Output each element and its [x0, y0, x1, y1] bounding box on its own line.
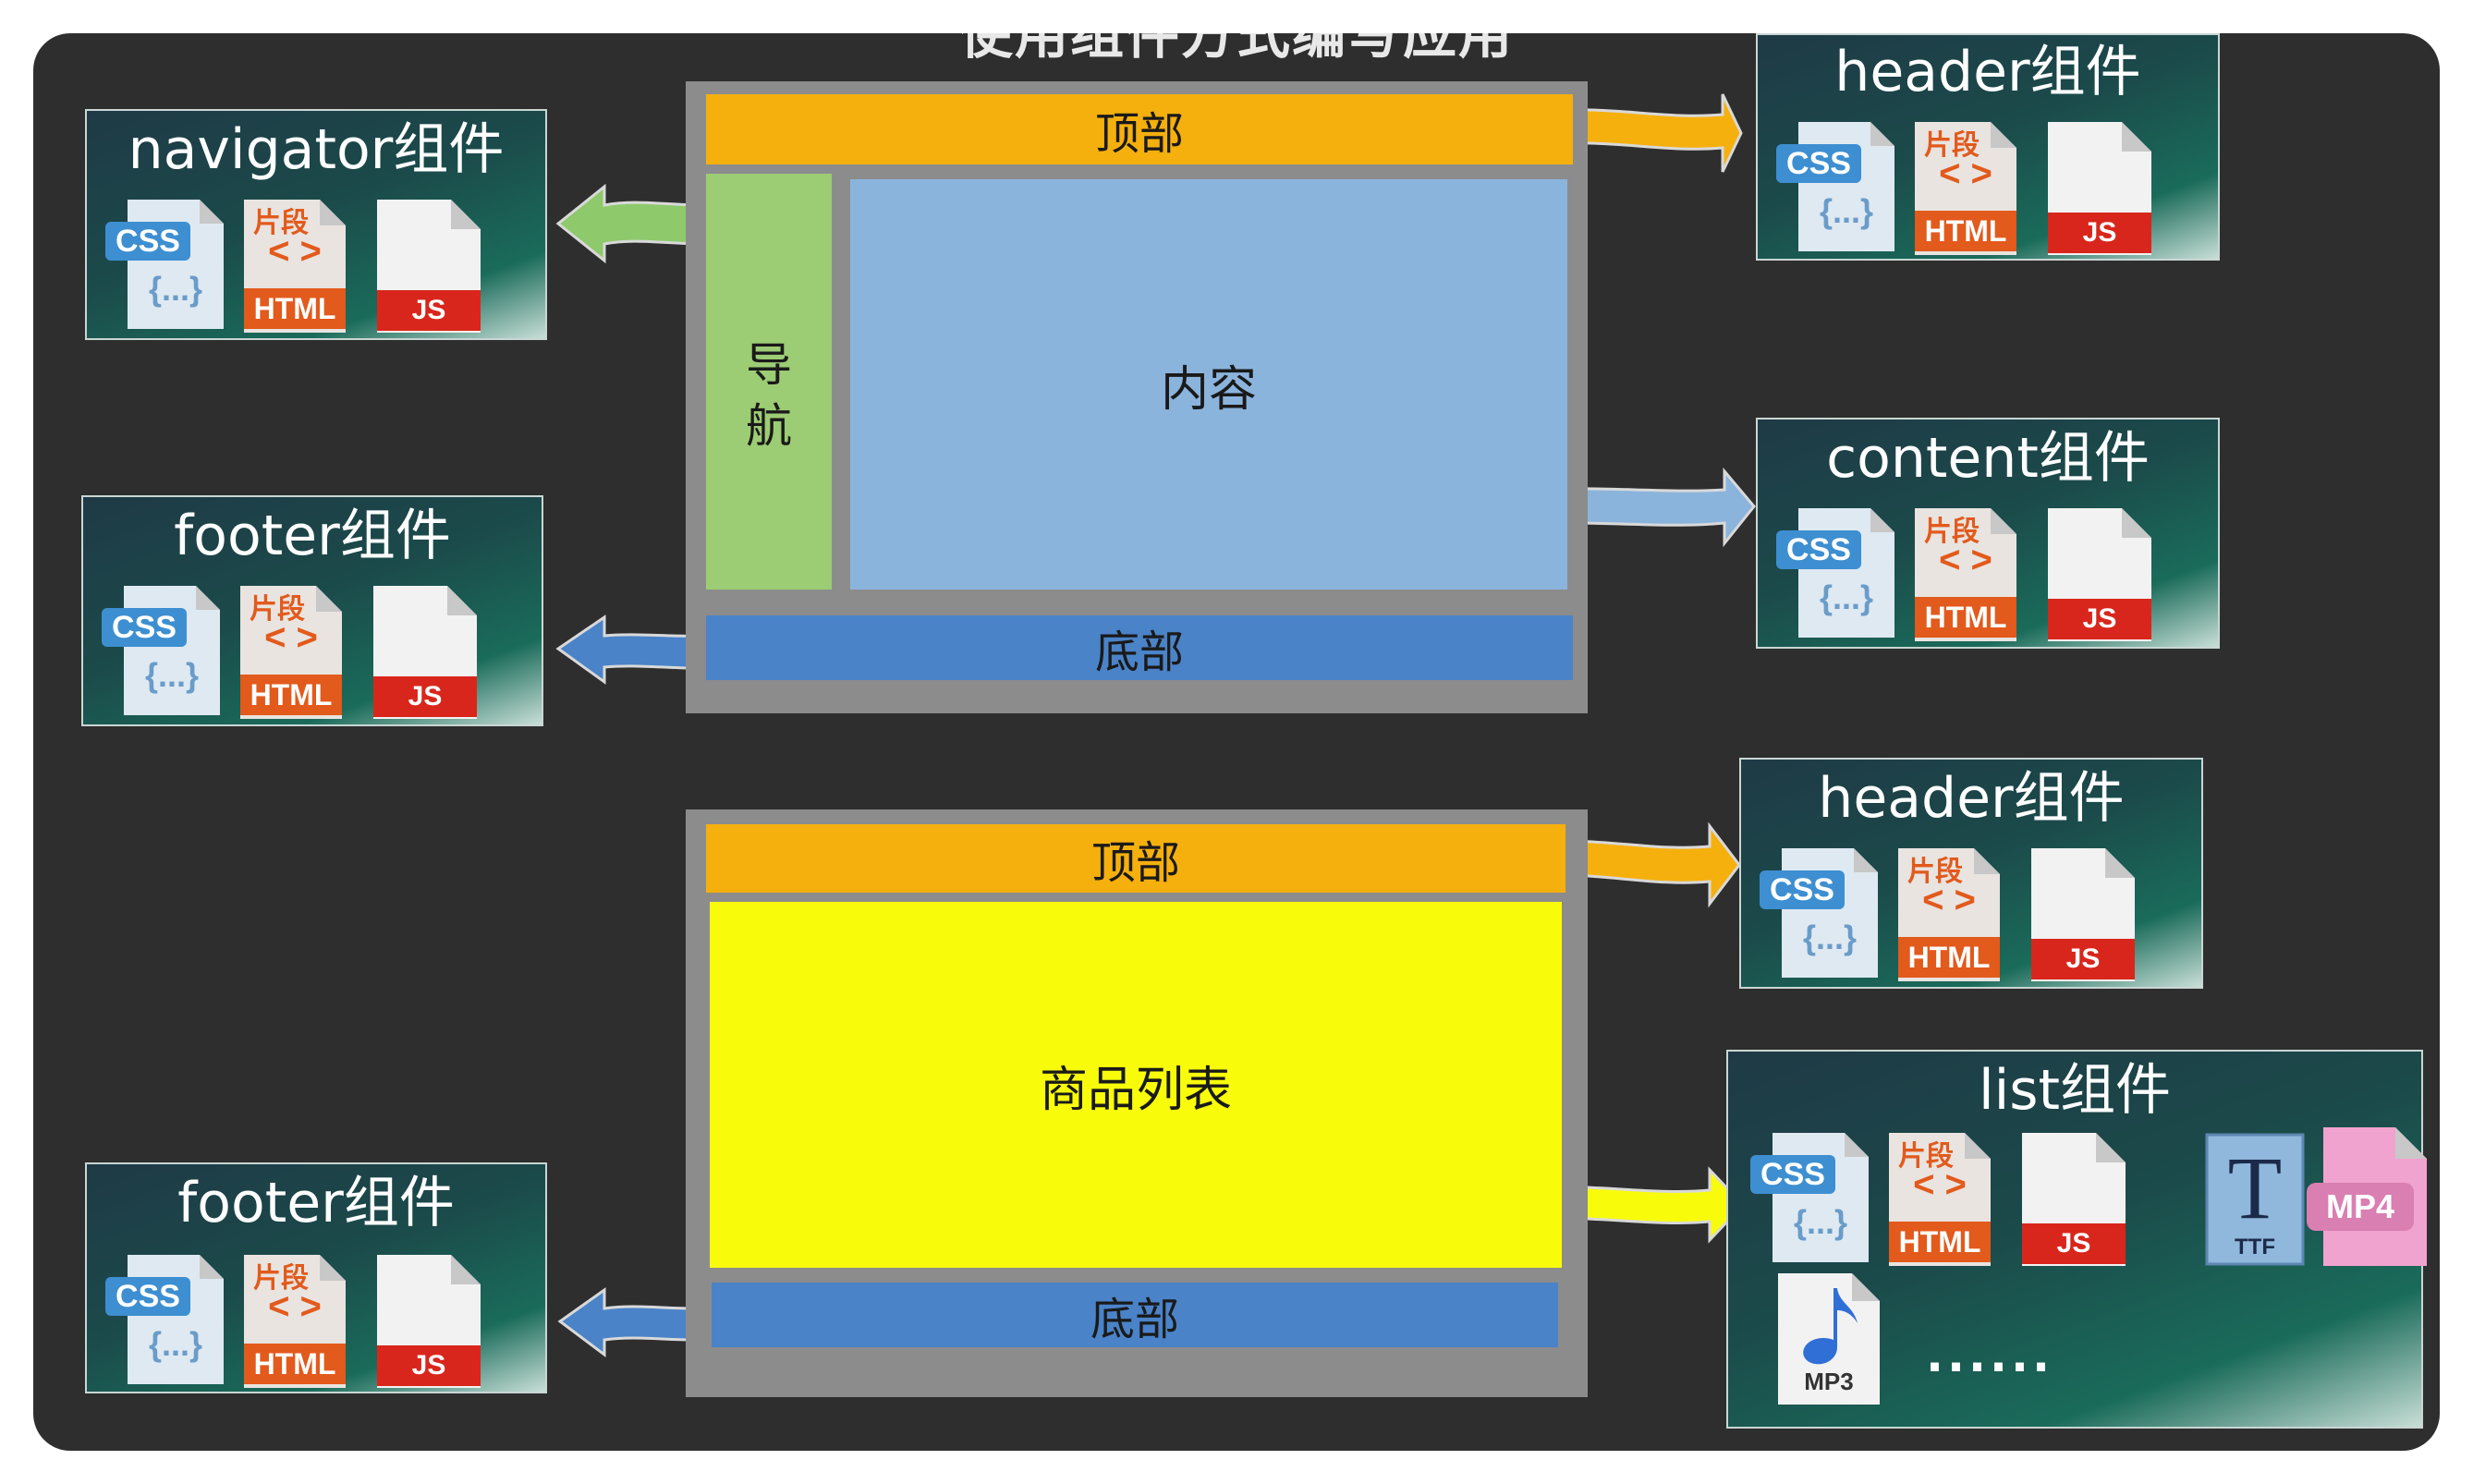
list-component-title: list组件 — [1978, 1058, 2172, 1123]
layout-1-top: 顶部 — [706, 94, 1573, 164]
js-badge: JS — [373, 676, 477, 717]
html-brackets: < > — [268, 231, 322, 272]
html-brackets: < > — [268, 1286, 322, 1327]
html-badge: HTML — [1915, 211, 2016, 251]
navigator-component-title: navigator组件 — [128, 117, 505, 182]
more-ellipsis: ...... — [1926, 1329, 2053, 1382]
html-file-icon: 片段< > HTML — [1911, 118, 2020, 257]
js-file-icon: JS — [375, 196, 482, 335]
js-badge: JS — [2022, 1223, 2126, 1264]
mp4-badge: MP4 — [2307, 1183, 2414, 1231]
css-file-icon: CSS {...} — [102, 580, 222, 719]
js-file-icon: JS — [372, 582, 479, 721]
js-file-icon: JS — [2046, 118, 2153, 257]
mp4-video-icon: MP4 — [2307, 1122, 2427, 1270]
js-badge: JS — [377, 290, 481, 331]
mp3-label: MP3 — [1804, 1368, 1854, 1395]
css-badge: CSS — [1750, 1155, 1835, 1194]
js-file-icon: JS — [375, 1251, 482, 1390]
html-fragment-label: 片段 — [253, 208, 309, 238]
ttf-letter: T — [2227, 1138, 2283, 1237]
css-braces: {...} — [144, 656, 200, 694]
js-file-icon: JS — [2046, 505, 2153, 643]
js-badge: JS — [2048, 213, 2151, 253]
layout-1-nav-char-2: 航 — [746, 399, 792, 453]
layout-2-top: 顶部 — [706, 824, 1565, 893]
footer-component-2-title: footer组件 — [177, 1171, 455, 1235]
css-braces: {...} — [1793, 1203, 1848, 1241]
html-file-icon: 片段< > HTML — [1894, 845, 2004, 983]
html-file-icon: 片段< > HTML — [240, 1251, 349, 1390]
layout-1-nav-char-1: 导 — [746, 338, 792, 392]
css-badge: CSS — [1776, 530, 1861, 569]
js-badge: JS — [2031, 939, 2135, 979]
css-braces: {...} — [1802, 918, 1858, 956]
html-fragment-label: 片段 — [1898, 1141, 1954, 1172]
layout-1-nav: 导 航 — [706, 174, 832, 590]
mp3-audio-icon: MP3 — [1774, 1270, 1885, 1408]
css-braces: {...} — [148, 270, 203, 308]
css-file-icon: CSS {...} — [105, 1249, 225, 1388]
html-badge: HTML — [1915, 597, 2016, 638]
css-braces: {...} — [148, 1325, 203, 1363]
ttf-label: TTF — [2235, 1235, 2275, 1259]
html-brackets: < > — [264, 617, 318, 658]
html-fragment-label: 片段 — [253, 1263, 309, 1294]
html-fragment-label: 片段 — [1924, 517, 1980, 547]
footer-component-1-title: footer组件 — [174, 504, 451, 568]
layout-2-bottom: 底部 — [712, 1283, 1558, 1347]
html-brackets: < > — [1913, 1164, 1967, 1205]
header-component-2-title: header组件 — [1818, 766, 2125, 831]
html-file-icon: 片段< > HTML — [237, 582, 346, 721]
css-file-icon: CSS {...} — [1776, 503, 1896, 641]
html-fragment-label: 片段 — [1924, 130, 1980, 161]
html-file-icon: 片段< > HTML — [1885, 1129, 1994, 1268]
html-badge: HTML — [240, 675, 342, 715]
css-badge: CSS — [105, 1277, 190, 1316]
music-note-icon — [1803, 1288, 1858, 1365]
layout-2-list: 商品列表 — [710, 902, 1562, 1268]
css-badge: CSS — [102, 608, 187, 647]
layout-1-content: 内容 — [850, 179, 1567, 590]
header-component-1-title: header组件 — [1834, 40, 2141, 104]
html-badge: HTML — [1889, 1222, 1991, 1262]
css-file-icon: CSS {...} — [105, 194, 225, 333]
diagram-canvas: 使用组件方式编写应用 顶部 导 航 内容 底部 顶部 商品列表 底部 navig… — [33, 33, 2440, 1451]
css-file-icon: CSS {...} — [1776, 116, 1896, 255]
css-file-icon: CSS {...} — [1750, 1127, 1870, 1266]
arrow-header-1 — [1540, 93, 1743, 173]
js-badge: JS — [2048, 599, 2151, 639]
html-file-icon: 片段< > HTML — [240, 196, 349, 335]
html-brackets: < > — [1939, 540, 1992, 580]
arrow-content — [1530, 467, 1756, 548]
js-file-icon: JS — [2020, 1129, 2127, 1268]
html-brackets: < > — [1922, 880, 1976, 920]
css-badge: CSS — [105, 222, 190, 261]
html-badge: HTML — [244, 288, 346, 329]
js-badge: JS — [377, 1345, 481, 1386]
html-badge: HTML — [244, 1344, 346, 1384]
js-file-icon: JS — [2029, 845, 2137, 983]
css-badge: CSS — [1760, 870, 1845, 909]
css-file-icon: CSS {...} — [1760, 843, 1880, 981]
html-file-icon: 片段< > HTML — [1911, 505, 2020, 643]
html-badge: HTML — [1898, 937, 2000, 978]
html-brackets: < > — [1939, 153, 1992, 194]
html-fragment-label: 片段 — [250, 594, 305, 625]
css-braces: {...} — [1819, 192, 1874, 230]
diagram-title: 使用组件方式编写应用 — [958, 33, 1514, 66]
layout-1-bottom: 底部 — [706, 615, 1573, 680]
content-component-title: content组件 — [1826, 426, 2150, 491]
html-fragment-label: 片段 — [1907, 857, 1963, 887]
css-badge: CSS — [1776, 144, 1861, 183]
css-braces: {...} — [1819, 578, 1874, 616]
